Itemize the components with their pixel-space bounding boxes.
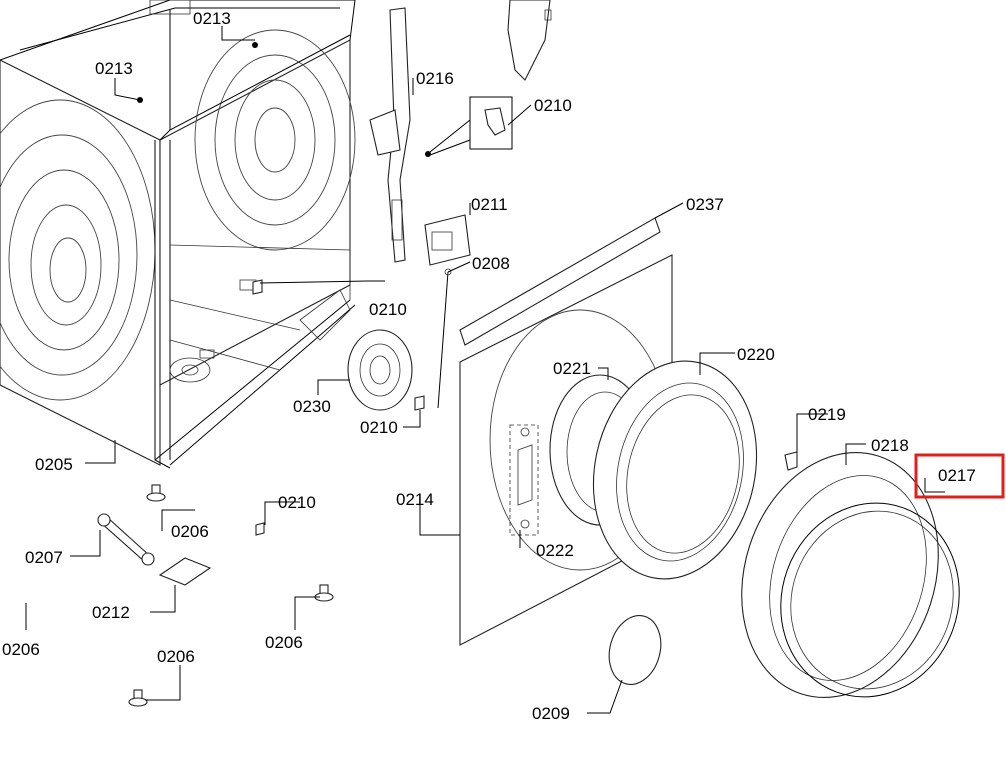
part-0212-plate — [158, 557, 212, 586]
cabinet-drawing — [0, 0, 356, 469]
label-0237: 0237 — [686, 195, 724, 214]
label-0216: 0216 — [416, 69, 454, 88]
label-0210-a: 0210 — [534, 96, 572, 115]
part-0216-bracket — [369, 7, 411, 263]
label-0206-a: 0206 — [171, 522, 209, 541]
label-0210-c: 0210 — [360, 418, 398, 437]
part-0237-rail — [459, 217, 661, 346]
label-0206-b: 0206 — [2, 640, 40, 659]
part-0217-gasket — [780, 502, 960, 698]
label-0218: 0218 — [871, 436, 909, 455]
foot-0206-c — [128, 689, 148, 707]
label-0213-b: 0213 — [95, 59, 133, 78]
part-0218-ring — [741, 451, 939, 699]
part-0209-cover — [608, 615, 662, 685]
label-0212: 0212 — [92, 603, 130, 622]
part-0220-door-frame — [592, 360, 758, 580]
label-0206-c: 0206 — [265, 633, 303, 652]
foot-0206-a — [146, 484, 166, 502]
top-bracket — [507, 0, 552, 81]
leader-lines — [25, 26, 866, 714]
label-0221: 0221 — [553, 359, 591, 378]
part-0219-pin — [784, 451, 798, 471]
part-0230-housing — [347, 329, 413, 411]
highlight-box-0217 — [914, 453, 1005, 499]
label-0207: 0207 — [25, 548, 63, 567]
label-0206-d: 0206 — [157, 647, 195, 666]
label-0214: 0214 — [396, 490, 434, 509]
part-0208-rod — [437, 268, 452, 409]
callout-labels: 0213 0213 0216 0210 0211 0237 0208 0210 … — [2, 9, 1005, 723]
part-0207-wrench — [97, 513, 155, 566]
label-0209: 0209 — [532, 704, 570, 723]
part-0211-module — [424, 214, 471, 266]
label-0211: 0211 — [471, 195, 508, 214]
label-0213-a: 0213 — [193, 9, 231, 28]
label-0230: 0230 — [293, 397, 331, 416]
label-0217: 0217 — [938, 466, 976, 485]
label-0210-b: 0210 — [369, 300, 407, 319]
label-0219: 0219 — [808, 405, 846, 424]
label-0208: 0208 — [472, 254, 510, 273]
label-0210-d: 0210 — [278, 493, 316, 512]
label-0220: 0220 — [737, 345, 775, 364]
part-0210-inset — [425, 96, 513, 157]
clip-0210-c — [414, 395, 425, 411]
label-0222: 0222 — [536, 541, 574, 560]
label-0205: 0205 — [35, 455, 73, 474]
clip-0210-d — [255, 522, 265, 536]
foot-0206-b — [314, 584, 334, 602]
clip-0210-b — [252, 279, 263, 295]
